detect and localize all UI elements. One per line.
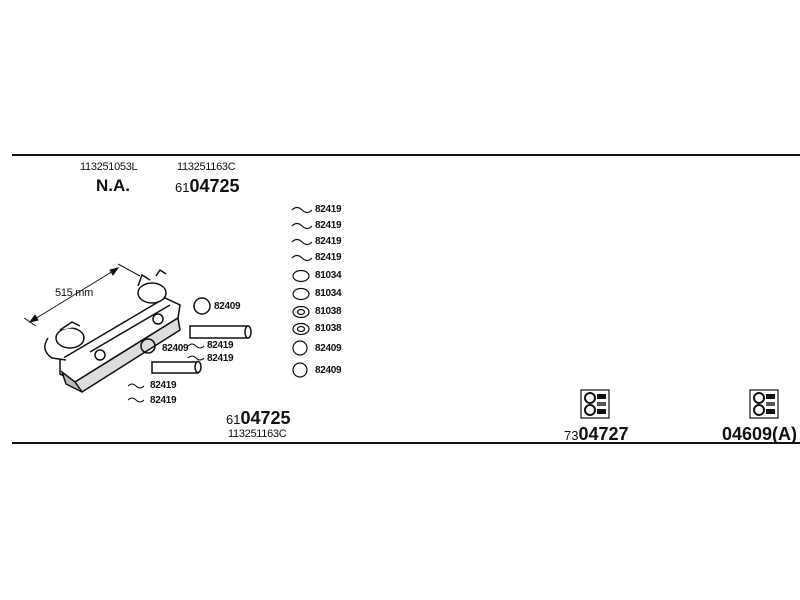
label-clamp-a: 82419 — [207, 340, 234, 351]
gasket-icon — [292, 287, 310, 301]
clamp-icon — [291, 206, 313, 214]
mounting-kit-icon — [580, 389, 610, 419]
dimension-line — [23, 263, 141, 327]
clamp-icon — [291, 238, 313, 246]
exhaust-code-top: 6104725 — [175, 177, 240, 196]
hardware-label: 81038 — [315, 323, 342, 334]
clamp-icon — [291, 222, 313, 230]
part-number-bottom: 113251163C — [228, 428, 287, 440]
label-clamp-c: 82419 — [150, 380, 177, 391]
exhaust-code-right: 04609(A) — [722, 424, 798, 444]
heat-exchanger-left — [44, 321, 85, 361]
code-prefix: 61 — [226, 412, 241, 427]
exhaust-code-mid: 7304727 — [564, 425, 629, 444]
hardware-label: 82409 — [315, 365, 342, 376]
code-main: 04725 — [189, 176, 240, 196]
part-number-left: 113251053L — [80, 161, 138, 173]
hardware-label: 82419 — [315, 236, 342, 247]
heat-exchanger-right — [137, 268, 167, 304]
hardware-label: 81038 — [315, 306, 342, 317]
dimension-label: 515 mm — [55, 287, 93, 299]
code-prefix: 61 — [175, 180, 190, 195]
clamp-icon — [187, 343, 205, 349]
hardware-label: 81034 — [315, 288, 342, 299]
part-number-right: 113251163C — [177, 161, 236, 173]
code-prefix: 73 — [564, 428, 579, 443]
o-ring-icon — [193, 297, 211, 315]
status-not-available: N.A. — [96, 176, 130, 195]
clamp-icon — [127, 383, 145, 389]
o-ring-icon — [292, 362, 308, 378]
label-clamp-b: 82419 — [207, 353, 234, 364]
hardware-label: 81034 — [315, 270, 342, 281]
top-rule — [12, 154, 800, 156]
label-ring-right: 82409 — [214, 301, 241, 312]
ring-gasket-icon — [292, 305, 310, 319]
ring-gasket-inner — [296, 325, 306, 333]
label-clamp-d: 82419 — [150, 395, 177, 406]
o-ring-icon — [140, 338, 156, 354]
mounting-kit-icon — [749, 389, 779, 419]
tailpipe-lower — [151, 360, 202, 374]
tailpipe-upper — [189, 325, 252, 339]
bottom-rule — [12, 442, 800, 444]
ring-gasket-inner — [296, 308, 306, 316]
o-ring-icon — [292, 340, 308, 356]
ring-gasket-icon — [292, 322, 310, 336]
gasket-icon — [292, 269, 310, 283]
hardware-label: 82419 — [315, 220, 342, 231]
hardware-label: 82409 — [315, 343, 342, 354]
hardware-label: 82419 — [315, 252, 342, 263]
hardware-label: 82419 — [315, 204, 342, 215]
clamp-icon — [127, 397, 145, 403]
exhaust-code-bottom: 6104725 — [226, 409, 291, 428]
clamp-icon — [291, 254, 313, 262]
label-ring-left: 82409 — [162, 343, 189, 354]
code-main: 04727 — [578, 424, 629, 444]
clamp-icon — [187, 355, 205, 361]
muffler-body — [59, 297, 181, 394]
code-main: 04725 — [240, 408, 291, 428]
